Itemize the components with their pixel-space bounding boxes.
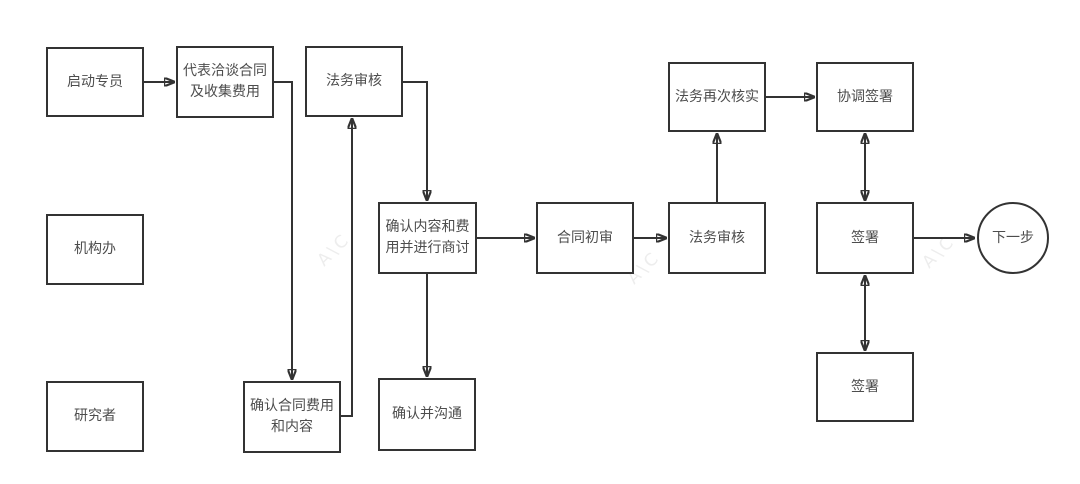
node-sign-bottom: 签署 (816, 352, 914, 422)
node-contract-first-review: 合同初审 (536, 202, 634, 274)
node-institution-office: 机构办 (46, 214, 144, 285)
node-confirm-communicate: 确认并沟通 (378, 378, 476, 451)
node-negotiate-collect: 代表洽谈合同 及收集费用 (176, 46, 274, 118)
node-legal-review-1: 法务审核 (305, 46, 403, 117)
node-confirm-content-fee-discuss: 确认内容和费 用并进行商讨 (378, 202, 477, 274)
edge-legal1-to-confirm-content (403, 81, 427, 200)
node-researcher: 研究者 (46, 381, 144, 452)
node-legal-reverify: 法务再次核实 (668, 62, 766, 132)
node-coordinate-signing: 协调签署 (816, 62, 914, 132)
node-confirm-fee-content: 确认合同费用 和内容 (243, 381, 341, 453)
node-start-specialist: 启动专员 (46, 47, 144, 117)
node-sign-middle: 签署 (816, 202, 914, 274)
node-legal-review-2: 法务审核 (668, 202, 766, 274)
edge-confirm-fee-to-legal1 (341, 119, 352, 417)
node-next-step: 下一步 (977, 202, 1049, 274)
edge-negotiate-to-confirm-fee (274, 81, 292, 379)
